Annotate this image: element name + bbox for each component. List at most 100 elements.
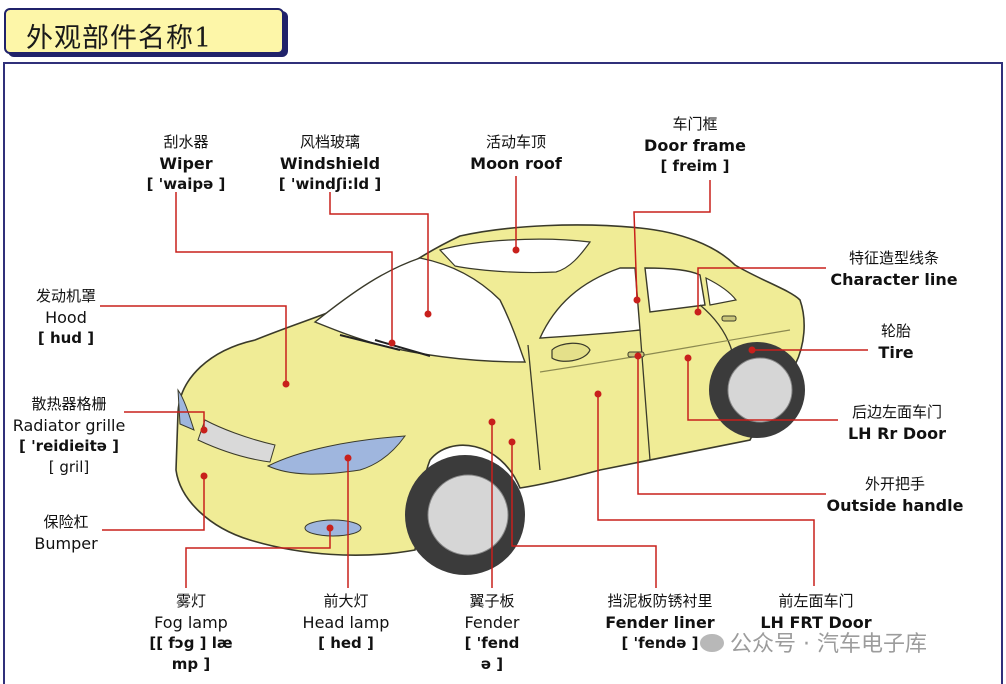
leader-frtdoor [597, 394, 815, 586]
label-en: LH Rr Door [847, 424, 947, 443]
label-zh: 车门框 [672, 115, 718, 133]
point-moonroof [512, 246, 520, 254]
point-windshield [424, 310, 432, 318]
front-rim [427, 474, 509, 556]
point-fender [488, 418, 496, 426]
label-phonetic-2: mp ] [171, 655, 211, 673]
label-phonetic: [ 'fend [464, 634, 520, 652]
leader-hood [100, 305, 287, 384]
label-phonetic: [ 'waipə ] [146, 175, 226, 193]
label-frtdoor: 前左面车门 LH FRT Door [756, 591, 876, 633]
label-en: Fender [464, 613, 520, 632]
point-hood [282, 380, 290, 388]
front-side-window [538, 267, 641, 339]
label-zh: 挡泥板防锈衬里 [607, 592, 713, 610]
quarter-window [705, 276, 738, 306]
leader-lines [100, 176, 868, 588]
label-en: Head lamp [302, 613, 390, 632]
label-zh: 发动机罩 [35, 287, 96, 305]
label-en: Fog lamp [154, 613, 228, 632]
label-foglamp: 雾灯 Fog lamp [[ fɔg ] læ mp ] [136, 591, 246, 675]
leader-wiper [175, 192, 393, 343]
label-en: Radiator grille [12, 416, 126, 435]
label-phonetic: [ 'reidieitə ] [19, 437, 119, 455]
side-mirror [551, 342, 591, 362]
leader-grille [124, 411, 205, 430]
diagram-frame [3, 62, 1003, 684]
headlamp-shape [266, 435, 407, 475]
point-doorframe [633, 296, 641, 304]
wiper-blade [339, 334, 431, 357]
label-phonetic: [ 'fendə ] [621, 634, 699, 652]
label-phonetic-2: [ gril] [48, 458, 90, 476]
label-liner: 挡泥板防锈衬里 Fender liner [ 'fendə ] [590, 591, 730, 654]
label-en: Hood [45, 308, 87, 327]
grille-shape [197, 419, 276, 463]
moon-roof [438, 238, 592, 274]
leader-rrdoor [687, 358, 838, 421]
label-en: Wiper [159, 154, 213, 173]
point-wiper [388, 339, 396, 347]
label-zh: 散热器格栅 [31, 395, 107, 413]
leader-doorframe [633, 180, 711, 301]
wechat-icon [700, 634, 724, 652]
label-zh: 翼子板 [469, 592, 515, 610]
label-en: Outside handle [826, 496, 964, 515]
point-grille [200, 426, 208, 434]
label-en: Bumper [34, 534, 98, 553]
point-foglamp [326, 524, 334, 532]
label-en: Fender liner [605, 613, 715, 632]
label-phonetic: [ freim ] [660, 157, 730, 175]
label-charline: 特征造型线条 Character line [828, 248, 960, 290]
label-en: Moon roof [470, 154, 562, 173]
label-zh: 前大灯 [323, 592, 369, 610]
character-line [539, 329, 791, 373]
label-zh: 轮胎 [880, 322, 911, 340]
page-title: 外观部件名称1 [26, 23, 213, 54]
label-en: LH FRT Door [760, 613, 872, 632]
label-doorframe: 车门框 Door frame [ freim ] [640, 114, 750, 177]
point-frtdoor [594, 390, 602, 398]
point-headlamp [344, 454, 352, 462]
leader-bumper [102, 476, 205, 531]
rear-side-window [644, 267, 706, 313]
leader-windshield [329, 192, 429, 314]
label-en: Character line [830, 270, 958, 289]
label-phonetic-2: ə ] [480, 655, 504, 673]
label-phonetic: [[ fɔg ] læ [149, 634, 233, 652]
point-handle [634, 352, 642, 360]
label-tire: 轮胎 Tire [866, 321, 926, 363]
watermark: 公众号 · 汽车电子库 [700, 626, 927, 658]
label-en: Tire [878, 343, 914, 362]
label-zh: 风档玻璃 [299, 133, 360, 151]
label-zh: 外开把手 [864, 475, 925, 493]
label-zh: 刮水器 [163, 133, 209, 151]
label-fender: 翼子板 Fender [ 'fend ə ] [452, 591, 532, 675]
point-tire [748, 346, 756, 354]
label-phonetic: [ hud ] [37, 329, 95, 347]
leader-points [200, 246, 756, 532]
label-grille: 散热器格栅 Radiator grille [ 'reidieitə ] [ g… [8, 394, 130, 478]
label-en: Door frame [644, 136, 746, 155]
label-wiper: 刮水器 Wiper [ 'waipə ] [136, 132, 236, 195]
label-moonroof: 活动车顶 Moon roof [460, 132, 572, 174]
label-headlamp: 前大灯 Head lamp [ hed ] [294, 591, 398, 654]
leader-foglamp [185, 528, 331, 588]
label-zh: 特征造型线条 [848, 249, 939, 267]
rear-rim [727, 357, 793, 423]
watermark-text: 公众号 · 汽车电子库 [730, 632, 927, 657]
label-rrdoor: 后边左面车门 LH Rr Door [838, 402, 956, 444]
label-phonetic: [ 'windʃi:ld ] [278, 175, 382, 193]
left-headlamp-shape [177, 388, 195, 431]
rear-door-handle [721, 315, 737, 322]
label-en: Windshield [279, 154, 381, 173]
label-zh: 活动车顶 [485, 133, 546, 151]
title-banner: 外观部件名称1 [4, 8, 284, 54]
label-handle: 外开把手 Outside handle [826, 474, 964, 516]
label-hood: 发动机罩 Hood [ hud ] [24, 286, 108, 349]
leader-liner [511, 442, 657, 588]
point-charline [694, 308, 702, 316]
point-bumper [200, 472, 208, 480]
label-zh: 保险杠 [43, 513, 89, 531]
